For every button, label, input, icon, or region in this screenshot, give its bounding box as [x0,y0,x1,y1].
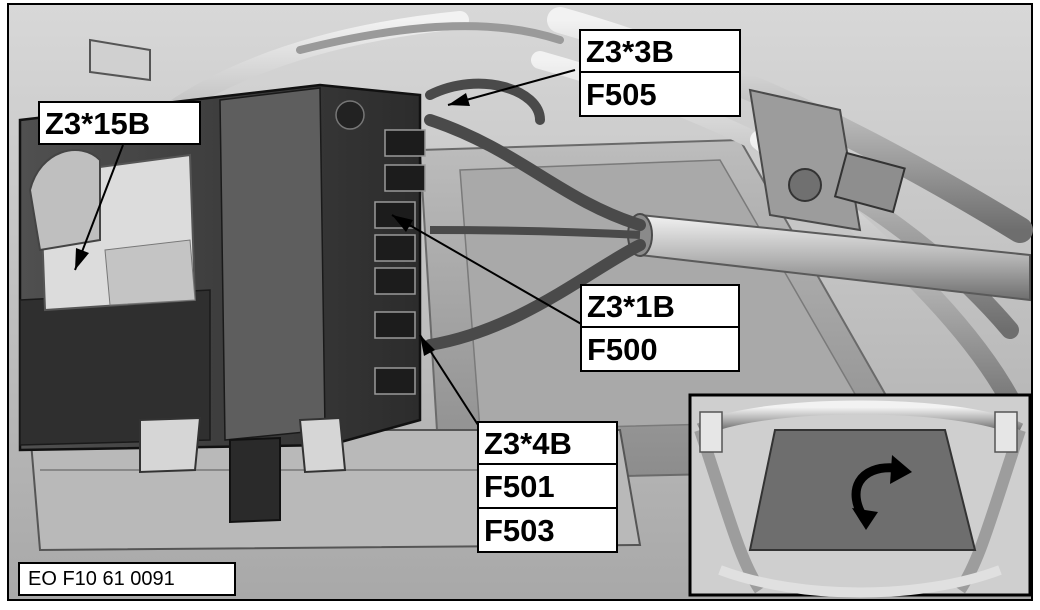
arrowheads [75,93,470,356]
callout-z3-4b-code: Z3*4B [477,421,618,465]
cable-lower [424,239,646,351]
inset-location-view [688,393,1032,598]
callout-z3-15b: Z3*15B [38,101,201,145]
callout-z3-4b-fuse-1: F501 [477,463,618,509]
callout-z3-3b-fuse: F505 [579,71,741,117]
curved-arrow-icon [851,455,912,530]
callout-z3-3b-code: Z3*3B [579,29,741,73]
leader-z3-15b [74,144,124,271]
callout-z3-1b-code: Z3*1B [580,284,740,328]
cable-upper [424,114,646,231]
leader-z3-3b [447,69,576,106]
leader-z3-1b [391,214,584,326]
figure-id: EO F10 61 0091 [18,562,236,596]
callout-z3-4b-fuse-2: F503 [477,507,618,553]
ground-bracket [748,88,862,232]
fuse-slot-row [374,129,426,395]
leader-lines [74,69,584,429]
inset-trunk-floor [748,429,977,551]
callout-z3-1b-fuse: F500 [580,326,740,372]
